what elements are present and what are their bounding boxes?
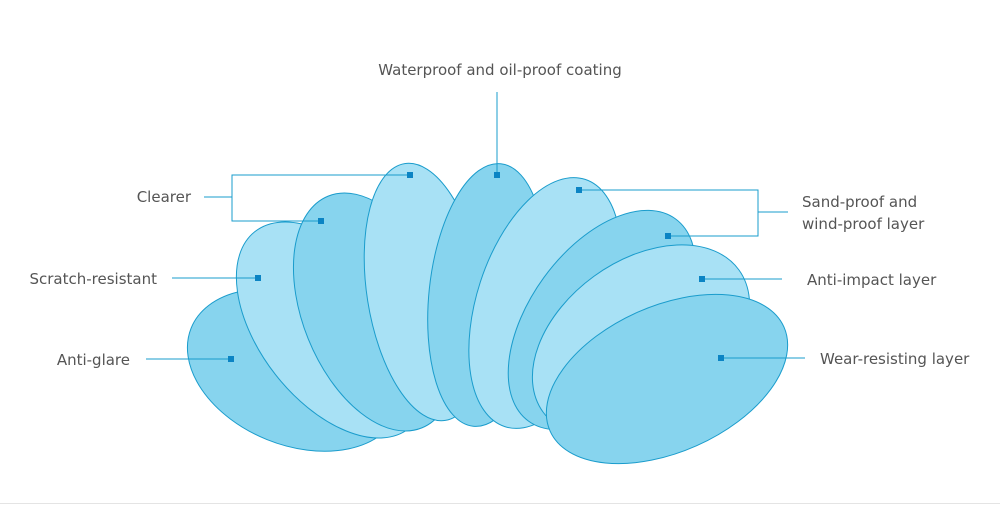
leader-lines [146, 92, 805, 360]
petal-right-4 [545, 293, 789, 465]
label-antiimpact: Anti-impact layer [807, 271, 937, 289]
marker-antiimpact [699, 276, 705, 282]
marker-clearer-bottom [318, 218, 324, 224]
marker-antiglare [228, 356, 234, 362]
marker-waterproof [494, 172, 500, 178]
marker-sandproof-bottom [665, 233, 671, 239]
label-sandproof-line1: Sand-proof and [802, 193, 917, 211]
bottom-divider [0, 503, 1000, 504]
marker-sandproof-top [576, 187, 582, 193]
marker-wear [718, 355, 724, 361]
label-waterproof: Waterproof and oil-proof coating [378, 61, 621, 79]
label-antiglare: Anti-glare [57, 351, 130, 369]
leader-sandproof [579, 189, 759, 237]
petals [186, 162, 789, 465]
label-scratch: Scratch-resistant [30, 270, 158, 288]
marker-scratch [255, 275, 261, 281]
label-wear: Wear-resisting layer [820, 350, 970, 368]
labels: Waterproof and oil-proof coating Clearer… [30, 61, 971, 369]
label-clearer: Clearer [137, 188, 192, 206]
leader-clearer [231, 174, 410, 222]
label-sandproof-line2: wind-proof layer [802, 215, 925, 233]
markers [228, 172, 724, 362]
marker-clearer-top [407, 172, 413, 178]
